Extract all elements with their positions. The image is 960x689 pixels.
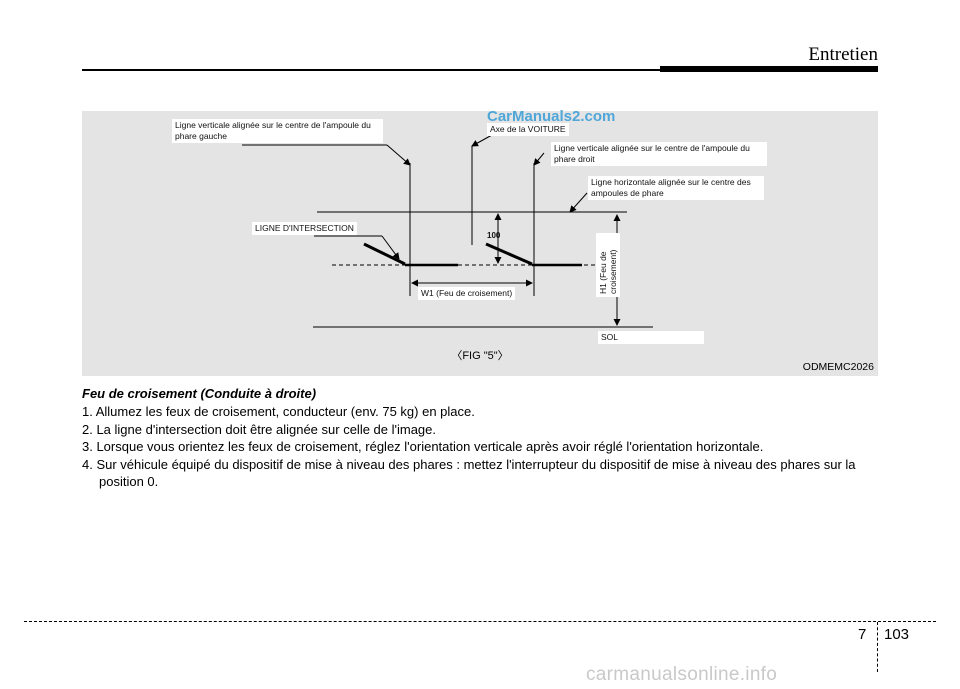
instruction-step: 1. Allumez les feux de croisement, condu… [82, 404, 475, 419]
instruction-list: 1. Allumez les feux de croisement, condu… [82, 403, 882, 491]
footer-separator [877, 622, 878, 672]
aim-diagram [242, 134, 653, 328]
leader-right-lamp [533, 152, 545, 166]
label-left-lamp-line: Ligne verticale alignée sur le centre de… [172, 119, 383, 143]
instruction-step: 2. La ligne d'intersection doit être ali… [82, 421, 437, 437]
label-vehicle-axis: Axe de la VOITURE [487, 123, 569, 136]
header-bar [660, 66, 878, 72]
leader-axis [471, 134, 493, 147]
watermark-logo: CarManuals2.com [487, 108, 616, 125]
instruction-step: 3. Lorsque vous orientez les feux de cro… [82, 439, 764, 454]
right-cutoff-slope [485, 242, 533, 266]
left-cutoff-slope [363, 242, 406, 266]
section-title: Feu de croisement (Conduite à droite) [82, 386, 317, 401]
label-100: 100 [487, 231, 501, 240]
instruction-step: 4. Sur véhicule équipé du dispositif de … [82, 456, 856, 490]
footer-rule [24, 621, 936, 622]
label-horizontal-line: Ligne horizontale alignée sur le centre … [588, 176, 764, 200]
label-cutoff-line: LIGNE D'INTERSECTION [252, 222, 357, 235]
chapter-number: 7 [858, 626, 867, 643]
label-ground: SOL [598, 331, 704, 344]
leader-horizontal [569, 192, 588, 213]
header-rule [82, 69, 660, 71]
figure-caption: 〈FIG "5"〉 [451, 350, 509, 362]
headlamp-aim-figure: CarManuals2.com Ligne verticale alignée … [82, 108, 878, 376]
leader-cutoff-diag [381, 235, 400, 260]
figure-code: ODMEMC2026 [802, 361, 874, 373]
label-w1: W1 (Feu de croisement) [418, 287, 516, 300]
label-right-lamp-line: Ligne verticale alignée sur le centre de… [551, 142, 767, 166]
chapter-title: Entretien [808, 44, 878, 65]
label-h1: H1 (Feu de croisement) [596, 233, 620, 297]
leader-left-lamp-diag [386, 144, 411, 166]
footer-watermark: carmanualsonline.info [586, 664, 778, 685]
page-number: 103 [884, 626, 910, 643]
